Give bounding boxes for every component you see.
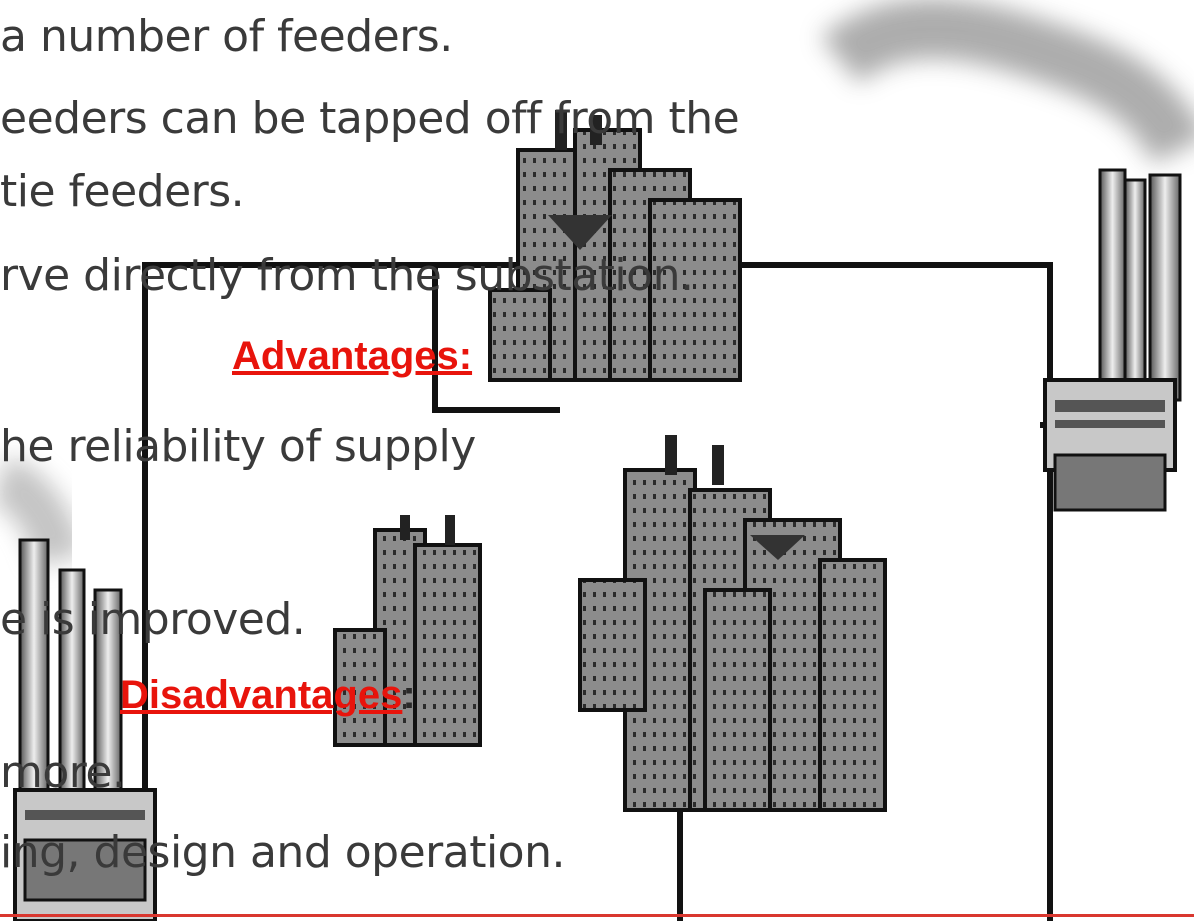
factory-icon <box>1043 168 1182 512</box>
disadvantages-heading: Disadvantages: <box>120 672 416 718</box>
heading-colon: : <box>402 673 416 717</box>
bullet-line: a number of feeders. <box>0 11 453 62</box>
factory-icon <box>13 538 157 921</box>
city-buildings-icon <box>333 515 482 747</box>
bottom-rule <box>0 914 1194 917</box>
city-buildings-icon <box>578 435 887 812</box>
bullet-line: tie feeders. <box>0 166 245 217</box>
bullet-line: rve directly from the substation. <box>0 250 694 301</box>
advantages-heading: Advantages: <box>232 334 473 378</box>
disadvantages-label: Disadvantages <box>120 673 403 717</box>
smoke-plume <box>0 0 1194 567</box>
bullet-line: eeders can be tapped off from the <box>0 93 740 144</box>
bullet-line: ing, design and operation. <box>0 827 565 878</box>
bullet-line: e is improved. <box>0 594 306 645</box>
bullet-line: more. <box>0 747 126 798</box>
city-buildings-icon <box>488 110 742 382</box>
bullet-line: he reliability of supply <box>0 421 476 472</box>
